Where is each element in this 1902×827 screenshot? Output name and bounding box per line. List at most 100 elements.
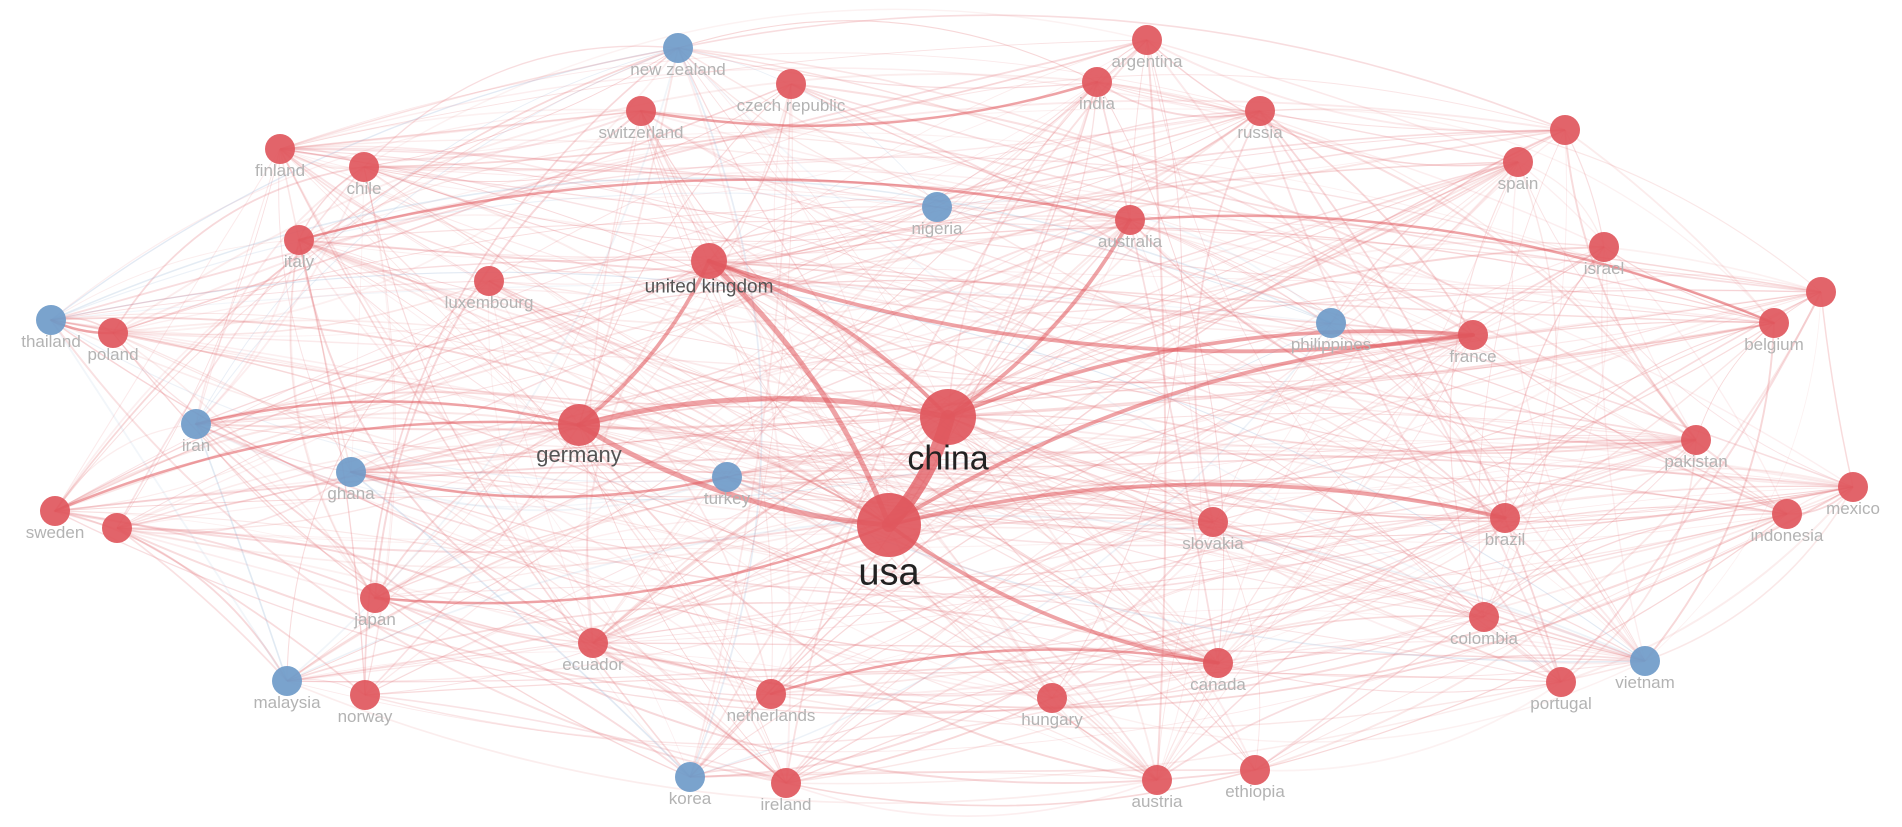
- node-ecuador[interactable]: [578, 628, 608, 658]
- edge-new_zealand-colombia: [677, 47, 1485, 618]
- node-philippines[interactable]: [1316, 308, 1346, 338]
- node-norway[interactable]: [350, 680, 380, 710]
- node-usa[interactable]: [857, 493, 921, 557]
- node-netherlands[interactable]: [756, 679, 786, 709]
- node-hungary[interactable]: [1037, 683, 1067, 713]
- edge-ireland-italy: [298, 239, 787, 784]
- edge-czech_republic-australia: [790, 83, 1131, 221]
- node-sweden[interactable]: [40, 496, 70, 526]
- node-ethiopia[interactable]: [1240, 755, 1270, 785]
- edge-united_kingdom-pakistan: [708, 260, 1697, 454]
- node-russia[interactable]: [1245, 96, 1275, 126]
- node-nigeria[interactable]: [922, 192, 952, 222]
- node-spain[interactable]: [1503, 147, 1533, 177]
- edge-argentina-portugal: [1146, 39, 1562, 683]
- node-vietnam[interactable]: [1630, 646, 1660, 676]
- edge-finland-russia: [279, 52, 1261, 150]
- edge-chile-ecuador: [363, 166, 594, 644]
- node-colombia[interactable]: [1469, 602, 1499, 632]
- edge-slovakia-israel: [1212, 246, 1605, 523]
- node-thailand[interactable]: [36, 305, 66, 335]
- node-india[interactable]: [1082, 67, 1112, 97]
- node-united-kingdom[interactable]: [691, 243, 727, 279]
- label-new-zealand: new zealand: [630, 60, 725, 79]
- node-belgium[interactable]: [1759, 308, 1789, 338]
- edge-unlabeled_2-finland: [279, 148, 1822, 366]
- node-italy[interactable]: [284, 225, 314, 255]
- edge-iran-turkey: [195, 423, 728, 508]
- edge-nigeria-poland: [112, 206, 938, 334]
- edge-ethiopia-korea: [689, 769, 1256, 778]
- label-colombia: colombia: [1450, 629, 1519, 648]
- edge-spain-argentina: [1146, 39, 1519, 163]
- node-germany[interactable]: [558, 404, 600, 446]
- edge-usa-thailand: [50, 316, 890, 526]
- node-unlabeled-1[interactable]: [1550, 115, 1580, 145]
- node-malaysia[interactable]: [272, 666, 302, 696]
- edge-new_zealand-sweden: [54, 47, 679, 512]
- edge-hungary-chile: [363, 166, 1053, 699]
- node-turkey[interactable]: [712, 462, 742, 492]
- label-japan: japan: [353, 610, 396, 629]
- edge-usa-czech_republic: [773, 83, 890, 526]
- edge-unlabeled_3-germany: [116, 424, 580, 531]
- edge-russia-india: [1096, 81, 1261, 112]
- node-brazil[interactable]: [1490, 503, 1520, 533]
- label-ecuador: ecuador: [562, 655, 624, 674]
- node-chile[interactable]: [349, 152, 379, 182]
- edge-chile-belgium: [363, 131, 1775, 324]
- edge-switzerland-belgium: [640, 110, 1775, 324]
- node-japan[interactable]: [360, 583, 390, 613]
- edge-ireland-portugal: [785, 681, 1562, 785]
- node-czech-republic[interactable]: [776, 69, 806, 99]
- node-portugal[interactable]: [1546, 667, 1576, 697]
- edge-ethiopia-unlabeled_2: [1254, 291, 1822, 771]
- edge-brazil-new_zealand: [677, 47, 1506, 519]
- node-pakistan[interactable]: [1681, 425, 1711, 455]
- node-iran[interactable]: [181, 409, 211, 439]
- node-canada[interactable]: [1203, 648, 1233, 678]
- edge-switzerland-nigeria: [640, 110, 938, 208]
- node-switzerland[interactable]: [626, 96, 656, 126]
- node-new-zealand[interactable]: [663, 33, 693, 63]
- edge-austria-italy: [298, 239, 1158, 781]
- strong-edge-usa-germany: [576, 422, 892, 528]
- edge-china-vietnam: [947, 416, 1646, 662]
- strong-edge-japan-usa: [373, 523, 891, 605]
- node-slovakia[interactable]: [1198, 507, 1228, 537]
- edge-ireland-poland: [112, 332, 787, 784]
- edge-slovakia-philippines: [1212, 322, 1332, 523]
- edge-united_kingdom-belgium: [708, 260, 1775, 324]
- node-finland[interactable]: [265, 134, 295, 164]
- node-unlabeled-2[interactable]: [1806, 277, 1836, 307]
- node-poland[interactable]: [98, 318, 128, 348]
- node-mexico[interactable]: [1838, 472, 1868, 502]
- edge-mexico-ecuador: [592, 486, 1854, 644]
- node-austria[interactable]: [1142, 765, 1172, 795]
- edge-portugal-mexico: [1560, 486, 1854, 683]
- node-ireland[interactable]: [771, 768, 801, 798]
- edge-indonesia-ethiopia: [1254, 513, 1788, 771]
- edge-china-turkey: [726, 416, 949, 480]
- edge-russia-belgium: [1259, 108, 1775, 324]
- node-china[interactable]: [920, 389, 976, 445]
- edge-thailand-usa: [50, 312, 890, 526]
- node-ghana[interactable]: [336, 457, 366, 487]
- edge-switzerland-slovakia: [640, 110, 1214, 523]
- edge-norway-germany: [364, 424, 580, 696]
- edge-malaysia-sweden: [54, 510, 288, 682]
- edge-turkey-vietnam: [726, 476, 1646, 663]
- node-france[interactable]: [1458, 320, 1488, 350]
- edge-mexico-ecuador: [592, 486, 1854, 709]
- node-israel[interactable]: [1589, 232, 1619, 262]
- node-australia[interactable]: [1115, 205, 1145, 235]
- node-korea[interactable]: [675, 762, 705, 792]
- node-unlabeled-3[interactable]: [102, 513, 132, 543]
- node-luxembourg[interactable]: [474, 266, 504, 296]
- edge-italy-belgium: [298, 156, 1775, 324]
- node-indonesia[interactable]: [1772, 499, 1802, 529]
- node-argentina[interactable]: [1132, 25, 1162, 55]
- edge-unlabeled_1-argentina: [1146, 39, 1566, 133]
- label-finland: finland: [255, 161, 305, 180]
